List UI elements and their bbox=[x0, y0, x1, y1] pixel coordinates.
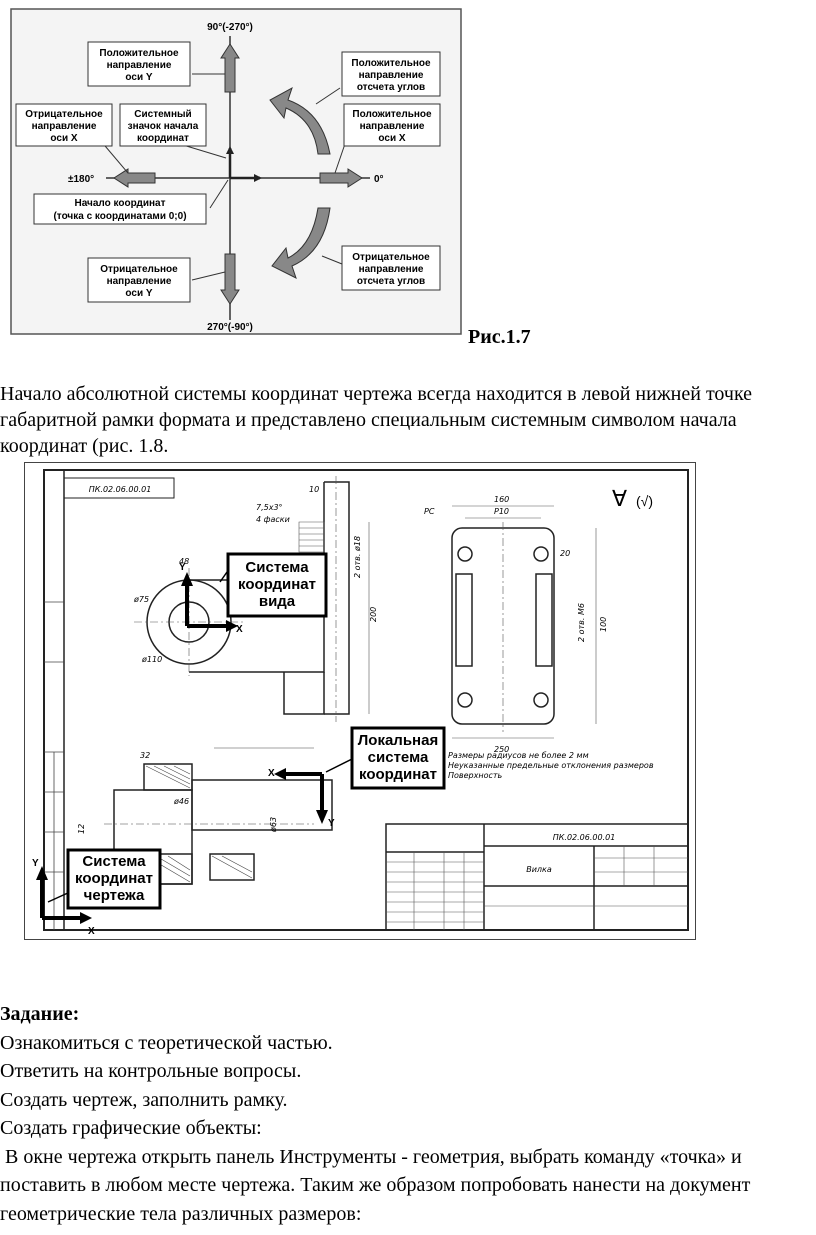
svg-text:отсчета углов: отсчета углов bbox=[357, 82, 425, 93]
label-origin: Начало координат (точка с координатами 0… bbox=[33, 193, 207, 225]
label-neg-x: Отрицательное направление оси X bbox=[15, 103, 113, 147]
pos-angle-arrow bbox=[269, 86, 331, 155]
task-item-3: Создать чертеж, заполнить рамку. bbox=[0, 1088, 288, 1111]
svg-text:Начало координат: Начало координат bbox=[75, 198, 166, 209]
svg-text:оси Y: оси Y bbox=[125, 72, 152, 83]
pos-y-arrow bbox=[220, 43, 240, 93]
svg-text:(√): (√) bbox=[636, 493, 653, 509]
callout-local-cs: Локальная система координат bbox=[325, 726, 446, 790]
svg-text:X: X bbox=[268, 768, 275, 779]
svg-text:X: X bbox=[88, 926, 95, 937]
svg-text:Положительное: Положительное bbox=[99, 48, 179, 59]
svg-text:ПК.02.06.00.01: ПК.02.06.00.01 bbox=[89, 485, 152, 494]
svg-text:Неуказанные предельные отклоне: Неуказанные предельные отклонения размер… bbox=[448, 761, 654, 770]
svg-text:координат: координат bbox=[359, 766, 437, 783]
svg-text:250: 250 bbox=[494, 745, 509, 754]
body-paragraph: Начало абсолютной системы координат черт… bbox=[0, 383, 753, 457]
svg-text:направление: направление bbox=[360, 121, 425, 132]
axis-label-top: 90°(-270°) bbox=[207, 22, 253, 33]
callout-view-cs: Система координат вида bbox=[219, 552, 328, 618]
svg-text:Y: Y bbox=[328, 818, 335, 829]
svg-text:P10: P10 bbox=[494, 507, 509, 516]
svg-text:координат: координат bbox=[75, 870, 153, 887]
svg-text:48: 48 bbox=[179, 557, 189, 566]
svg-text:Положительное: Положительное bbox=[351, 58, 431, 69]
svg-text:оси X: оси X bbox=[50, 133, 77, 144]
svg-text:(точка с координатами 0;0): (точка с координатами 0;0) bbox=[53, 211, 186, 222]
axis-label-bottom: 270°(-90°) bbox=[207, 322, 253, 333]
task-item-1: Ознакомиться с теоретической частью. bbox=[0, 1031, 333, 1054]
drawing-cs-icon bbox=[40, 876, 84, 920]
svg-text:12: 12 bbox=[77, 824, 86, 834]
svg-text:направление: направление bbox=[107, 276, 172, 287]
label-pos-y: Положительное направление оси Y bbox=[87, 41, 191, 87]
svg-text:Поверхность: Поверхность bbox=[448, 771, 503, 780]
svg-text:Размеры радиусов не более 2 мм: Размеры радиусов не более 2 мм bbox=[448, 751, 589, 760]
svg-text:10: 10 bbox=[309, 485, 319, 494]
svg-text:4 фаски: 4 фаски bbox=[256, 515, 290, 524]
stamp-name: Вилка bbox=[526, 865, 552, 874]
roughness-mark: ∀ bbox=[612, 486, 627, 511]
svg-text:100: 100 bbox=[599, 617, 608, 632]
svg-text:7,5x3°: 7,5x3° bbox=[256, 503, 283, 512]
svg-text:Локальная: Локальная bbox=[358, 732, 438, 749]
svg-text:ø75: ø75 bbox=[133, 595, 149, 604]
svg-text:оси X: оси X bbox=[378, 133, 405, 144]
task-item-5: В окне чертежа открыть панель Инструмент… bbox=[0, 1145, 756, 1225]
svg-text:Y: Y bbox=[32, 858, 39, 869]
label-pos-x: Положительное направление оси X bbox=[343, 103, 441, 147]
label-system-icon: Системный значок начала координат bbox=[119, 103, 207, 147]
label-neg-angles: Отрицательное направление отсчета углов bbox=[341, 245, 441, 291]
callout-drawing-cs: Система координат чертежа bbox=[47, 848, 162, 910]
svg-text:Отрицательное: Отрицательное bbox=[100, 264, 178, 275]
svg-text:координат: координат bbox=[238, 576, 316, 593]
task-heading: Задание: bbox=[0, 1003, 80, 1025]
svg-text:Y: Y bbox=[179, 562, 186, 573]
svg-text:Отрицательное: Отрицательное bbox=[25, 109, 103, 120]
svg-text:200: 200 bbox=[369, 607, 378, 622]
svg-text:система: система bbox=[368, 749, 429, 766]
svg-text:Система: Система bbox=[82, 853, 146, 870]
svg-text:Отрицательное: Отрицательное bbox=[352, 252, 430, 263]
svg-text:20: 20 bbox=[560, 549, 570, 558]
neg-y-arrow bbox=[220, 253, 240, 305]
svg-text:РС: РС bbox=[424, 507, 435, 516]
figure-drawing-sheet: ПК.02.06.00.01 10 7,5x3° 4 фаски 48 ø75 … bbox=[24, 462, 696, 940]
svg-text:координат: координат bbox=[137, 133, 189, 144]
view-cs-icon bbox=[185, 582, 229, 628]
svg-text:ø110: ø110 bbox=[141, 655, 162, 664]
svg-text:32: 32 bbox=[140, 751, 150, 760]
svg-text:значок начала: значок начала bbox=[128, 121, 199, 132]
svg-text:Система: Система bbox=[245, 559, 309, 576]
svg-text:чертежа: чертежа bbox=[84, 887, 145, 904]
svg-text:Системный: Системный bbox=[134, 109, 191, 120]
pos-x-arrow bbox=[319, 168, 363, 188]
task-section: Задание: Ознакомиться с теоретической ча… bbox=[0, 1000, 812, 1228]
neg-angle-arrow bbox=[271, 207, 331, 279]
svg-text:ø46: ø46 bbox=[173, 797, 189, 806]
svg-text:отсчета углов: отсчета углов bbox=[357, 276, 425, 287]
label-pos-angles: Положительное направление отсчета углов bbox=[341, 51, 441, 97]
svg-text:направление: направление bbox=[359, 264, 424, 275]
svg-text:оси Y: оси Y bbox=[125, 288, 152, 299]
label-neg-y: Отрицательное направление оси Y bbox=[87, 257, 191, 303]
task-item-2: Ответить на контрольные вопросы. bbox=[0, 1060, 302, 1082]
svg-text:направление: направление bbox=[107, 60, 172, 71]
svg-text:направление: направление bbox=[32, 121, 97, 132]
stamp-code: ПК.02.06.00.01 bbox=[553, 833, 616, 842]
svg-text:вида: вида bbox=[259, 593, 296, 610]
axis-label-right: 0° bbox=[374, 174, 384, 185]
svg-text:направление: направление bbox=[359, 70, 424, 81]
svg-text:2 отв. M6: 2 отв. M6 bbox=[577, 603, 586, 642]
svg-text:X: X bbox=[236, 624, 243, 635]
svg-text:Положительное: Положительное bbox=[352, 109, 432, 120]
figure-coordinate-axes: Положительное направление оси Y Положите… bbox=[10, 8, 462, 335]
svg-text:ø63: ø63 bbox=[269, 817, 278, 833]
svg-text:2 отв. ø18: 2 отв. ø18 bbox=[353, 536, 362, 578]
local-cs-icon bbox=[282, 772, 324, 814]
caption-fig-1-7: Рис.1.7 bbox=[468, 326, 531, 348]
axis-label-left: ±180° bbox=[68, 174, 94, 185]
task-item-4: Создать графические объекты: bbox=[0, 1117, 262, 1139]
svg-text:160: 160 bbox=[494, 495, 509, 504]
